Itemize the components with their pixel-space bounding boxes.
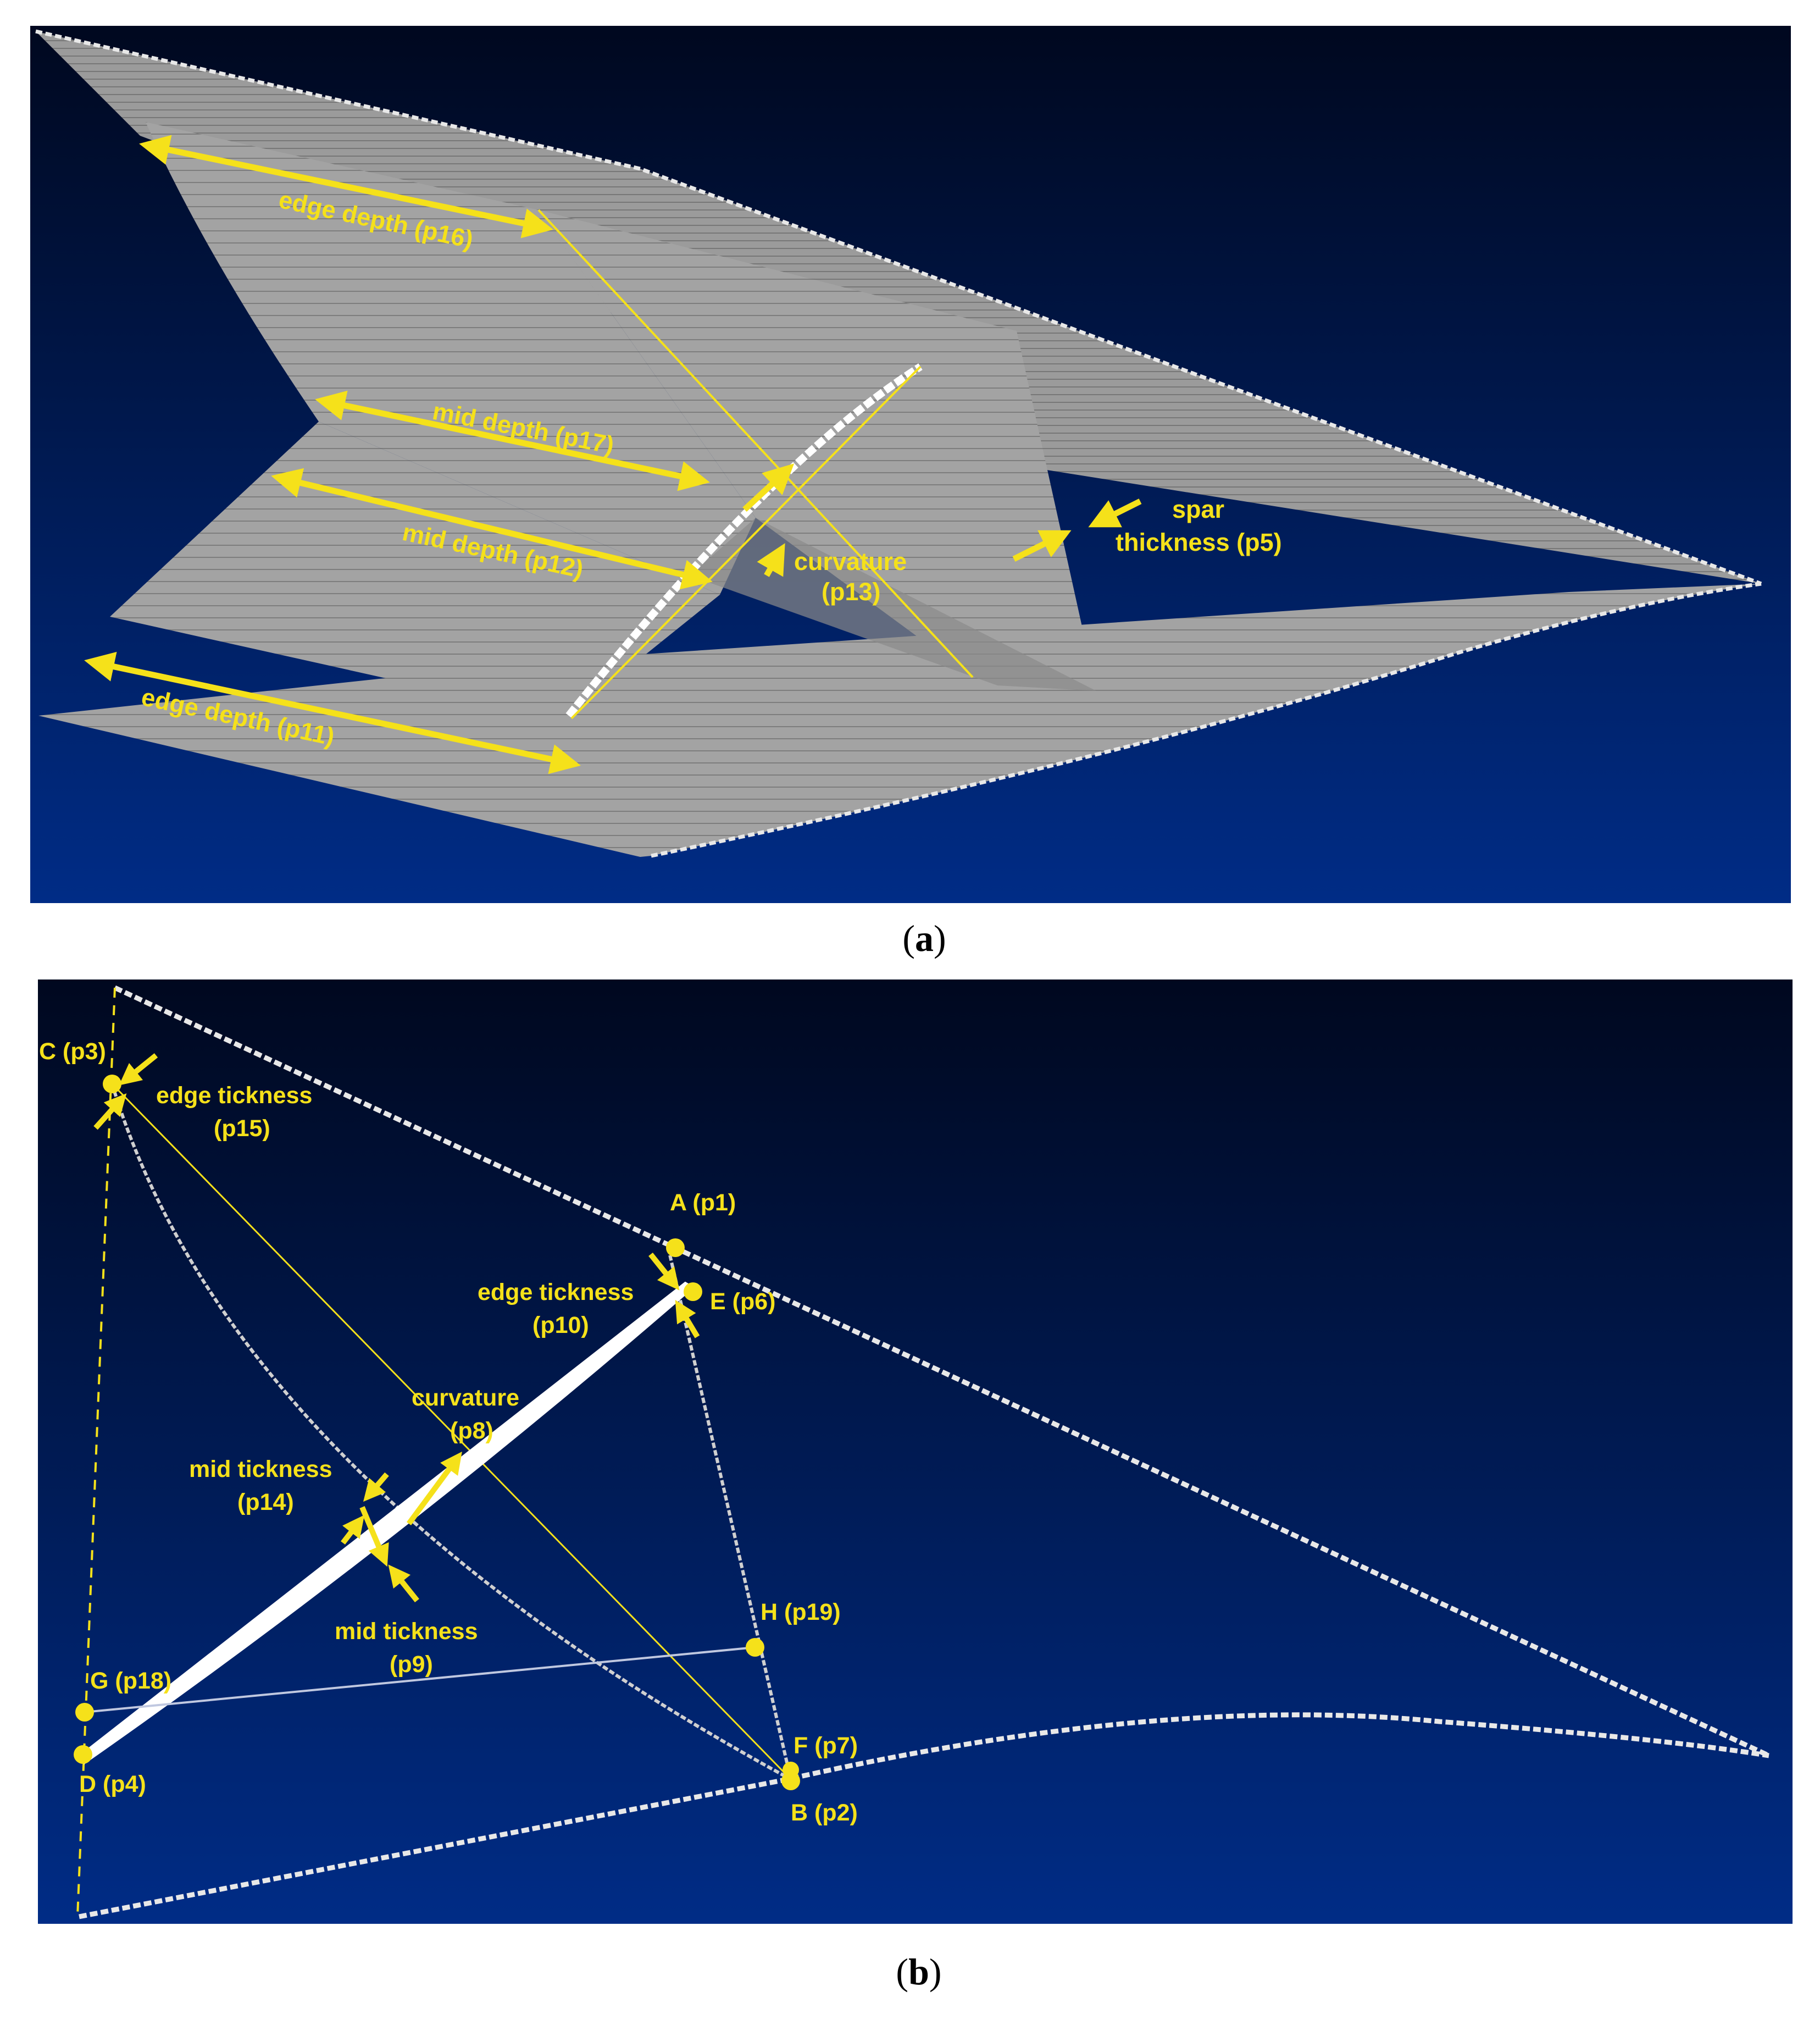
- label-curvature-p8-line1: curvature: [412, 1385, 519, 1411]
- edge-p15-arrow-1: [119, 1053, 158, 1086]
- label-curvature-line1: curvature: [794, 547, 907, 575]
- spar-ab: [667, 1247, 792, 1780]
- label-edge-p10-line1: edge tickness: [478, 1279, 634, 1305]
- edge-p10-arrow-2: [675, 1299, 700, 1338]
- right-curved-fin: [539, 210, 1096, 691]
- caption-b: (b): [896, 1951, 942, 1993]
- label-spar-line1: spar: [1172, 495, 1224, 523]
- point-b: [781, 1772, 800, 1790]
- mid-p14-arrow-3: [359, 1506, 389, 1567]
- label-edge-p15-line1: edge tickness: [156, 1082, 312, 1109]
- label-edge-p15-line2: (p15): [214, 1115, 270, 1142]
- panel-b-background: [38, 979, 1793, 1924]
- top-skin-edge: [35, 29, 1762, 586]
- label-mid-p9-line2: (p9): [390, 1651, 433, 1678]
- mid-depth-p12-arrow: [271, 468, 713, 590]
- mid-p14-arrow-2: [341, 1515, 365, 1545]
- inner-shadow-region: [690, 518, 1096, 691]
- label-point-e: E (p6): [710, 1288, 775, 1315]
- mid-p9-arrow: [388, 1564, 419, 1603]
- leading-edge: [114, 985, 1770, 1758]
- panel-b-planform-view: C (p3) A (p1) E (p6) H (p19) G (p18) D (…: [38, 979, 1793, 1924]
- label-mid-p14-line1: mid tickness: [189, 1456, 332, 1482]
- mid-depth-p17-arrow: [315, 390, 710, 491]
- bottom-skin-surface: [38, 584, 1761, 857]
- straight-chord-cb: [111, 1083, 792, 1780]
- point-c: [103, 1075, 121, 1093]
- edge-depth-p11-arrow: [84, 651, 581, 774]
- guide-line-2: [570, 366, 922, 720]
- panel-b-canvas: C (p3) A (p1) E (p6) H (p19) G (p18) D (…: [38, 979, 1793, 1924]
- point-g: [75, 1703, 94, 1722]
- point-h: [746, 1638, 764, 1657]
- label-point-g: G (p18): [90, 1668, 171, 1694]
- label-mid-p14-line2: (p14): [237, 1489, 294, 1515]
- label-point-f: F (p7): [794, 1733, 858, 1759]
- label-point-c: C (p3): [39, 1038, 106, 1065]
- label-point-h: H (p19): [761, 1599, 841, 1625]
- edge-p10-arrow-1: [648, 1252, 680, 1291]
- edge-depth-p16-arrow: [139, 135, 553, 239]
- spar-thickness-arrow-out: [1088, 499, 1142, 528]
- label-point-d: D (p4): [79, 1771, 146, 1797]
- label-curvature-line2: (p13): [822, 578, 881, 606]
- mid-p14-arrow-1: [363, 1472, 389, 1502]
- point-d: [74, 1745, 92, 1764]
- point-a: [666, 1238, 685, 1257]
- curvature-p8-arrow: [406, 1451, 462, 1525]
- spar-thickness-arrow-in: [1012, 530, 1072, 562]
- curved-spar-cb: [110, 1083, 792, 1781]
- edge-p15-arrow-2: [93, 1093, 127, 1130]
- curvature-arrow-up: [742, 463, 795, 512]
- line-gh: [84, 1646, 756, 1713]
- label-edge-p10-line2: (p10): [532, 1312, 589, 1338]
- panel-a-canvas: edge depth (p16) mid depth (p17) mid dep…: [30, 26, 1791, 903]
- panel-a-3d-view: edge depth (p16) mid depth (p17) mid dep…: [30, 26, 1791, 903]
- point-e: [684, 1282, 702, 1301]
- trailing-edge: [79, 1712, 1769, 1919]
- label-spar-line2: thickness (p5): [1116, 528, 1282, 556]
- label-point-b: B (p2): [791, 1800, 858, 1826]
- bottom-skin-edge: [651, 582, 1762, 858]
- curvature-arrow-down: [757, 543, 785, 577]
- guide-line-1: [537, 209, 974, 678]
- label-mid-p9-line1: mid tickness: [335, 1618, 478, 1645]
- label-point-a: A (p1): [670, 1189, 736, 1216]
- label-curvature-p8-line2: (p8): [450, 1418, 493, 1444]
- caption-a: (a): [902, 917, 946, 959]
